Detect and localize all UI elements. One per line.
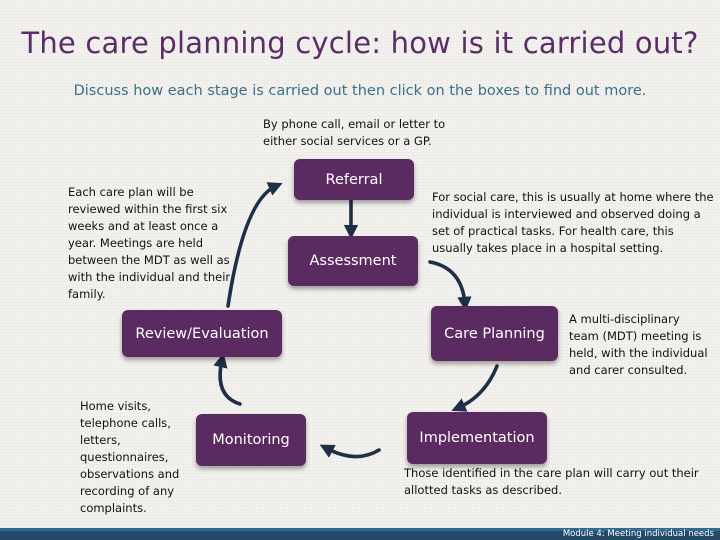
referral-box[interactable]: Referral <box>294 159 414 200</box>
arrow-assessment-to-care-planning <box>428 260 472 312</box>
arrow-review-to-referral <box>226 182 283 308</box>
implementation-box[interactable]: Implementation <box>407 412 547 464</box>
page-subtitle: Discuss how each stage is carried out th… <box>73 83 647 99</box>
implementation-note: Those identified in the care plan will c… <box>404 466 699 497</box>
review-evaluation-note: Each care plan will be reviewed within t… <box>68 185 231 301</box>
review-evaluation-box[interactable]: Review/Evaluation <box>122 310 282 357</box>
assessment-box[interactable]: Assessment <box>288 236 418 286</box>
referral-note: By phone call, email or letter to either… <box>263 117 446 148</box>
monitoring-note: Home visits, telephone calls, letters, q… <box>80 399 180 515</box>
arrow-implementation-to-monitoring <box>319 444 381 459</box>
footer-bar <box>0 528 720 540</box>
arrow-care-planning-to-implementation <box>451 364 499 412</box>
arrow-monitoring-to-review <box>213 352 242 406</box>
monitoring-box[interactable]: Monitoring <box>196 414 306 466</box>
assessment-note: For social care, this is usually at home… <box>432 190 714 255</box>
care-planning-note: A multi-disciplinary team (MDT) meeting … <box>569 312 708 377</box>
page-title: The care planning cycle: how is it carri… <box>21 26 699 60</box>
footer-label: Module 4: Meeting individual needs <box>562 529 714 539</box>
care-planning-box[interactable]: Care Planning <box>431 306 558 361</box>
